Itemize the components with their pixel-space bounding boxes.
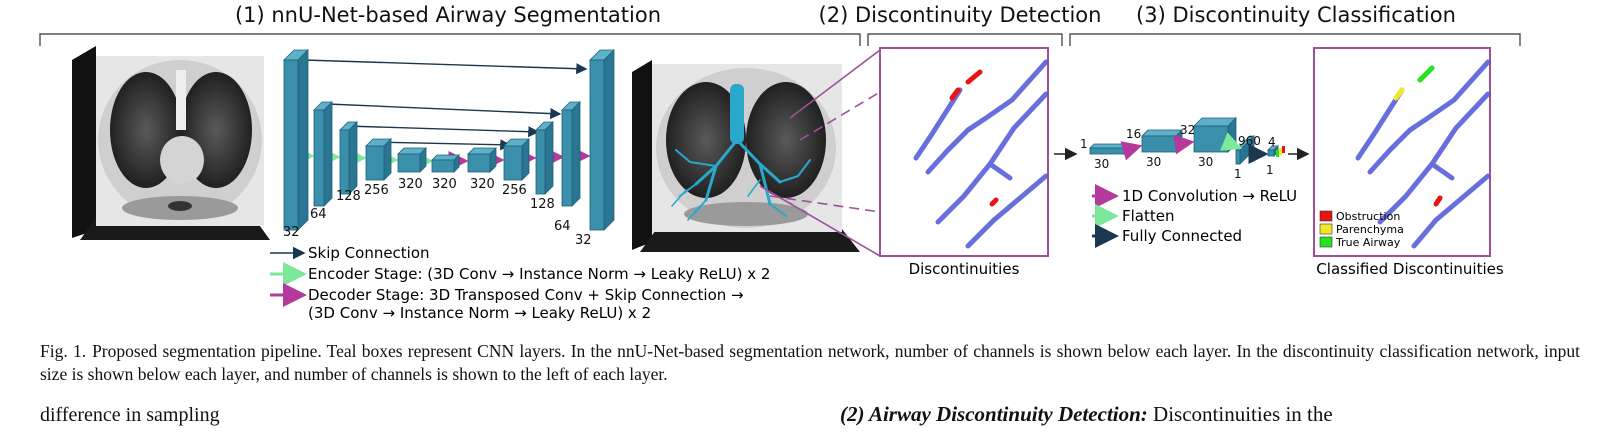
classified-discontinuities-label: Classified Discontinuities: [1316, 260, 1504, 278]
unet-layer-block: [397, 147, 427, 173]
cls-size-label: 1: [1234, 167, 1242, 181]
unet-layer-block: [365, 138, 392, 181]
legend-decoder-stage-line1: Decoder Stage: 3D Transposed Conv + Skip…: [308, 286, 744, 304]
class-parenchyma-label: Parenchyma: [1336, 223, 1404, 236]
discontinuity-mark: [949, 87, 961, 101]
unet-layer-block: [431, 154, 460, 173]
bracket-segmentation: [39, 33, 861, 46]
title-detection: (2) Discontinuity Detection: [819, 3, 1102, 27]
cls-size-label: 1: [1266, 163, 1274, 177]
unet-layer-block: [589, 49, 615, 231]
discontinuity-mark: [989, 197, 999, 207]
cls-layer-block: [1089, 143, 1129, 155]
cls-size-label: 30: [1198, 155, 1213, 169]
cls-size-label: 30: [1146, 155, 1161, 169]
cls-output-classes: [1276, 146, 1285, 157]
classified-parenchyma: [1393, 87, 1405, 101]
cls-layer-block: [1267, 145, 1279, 157]
discontinuities-panel: Discontinuities: [879, 47, 1049, 278]
unet-layer-block: [313, 101, 333, 207]
cls-layer-arrow: [1220, 132, 1243, 151]
cls-channel-label: 4: [1268, 135, 1276, 149]
legend-skip-connection: Skip Connection: [308, 244, 430, 262]
unet-channel-label: 320: [432, 177, 457, 192]
legend-flatten: Flatten: [1122, 207, 1175, 225]
discontinuity-mark: [965, 69, 983, 85]
legend-decoder-stage-line2: (3D Conv → Instance Norm → Leaky ReLU) x…: [308, 304, 651, 322]
cls-channel-label: 32: [1180, 123, 1195, 137]
title-segmentation: (1) nnU-Net-based Airway Segmentation: [235, 3, 661, 27]
class-obstruction-label: Obstruction: [1336, 210, 1400, 223]
unet-layer-block: [535, 121, 554, 195]
bracket-classification: [1069, 33, 1521, 46]
unet-channel-label: 320: [398, 177, 423, 192]
segmentation-legend: Skip Connection Encoder Stage: (3D Conv …: [270, 244, 770, 322]
classification-network: 30 1 30 16 30 32 1 960 1 4: [1080, 117, 1285, 181]
legend-fully-connected: Fully Connected: [1122, 227, 1242, 245]
figure-caption: Fig. 1.Proposed segmentation pipeline. T…: [40, 340, 1580, 386]
airway-tree-overlay: [671, 84, 811, 221]
cls-channel-label: 16: [1126, 127, 1141, 141]
classified-obstruction: [1433, 195, 1443, 207]
cls-channel-label: 1: [1080, 137, 1088, 151]
cls-size-label: 30: [1094, 157, 1109, 171]
caption-label: Fig. 1.: [40, 341, 87, 361]
cls-layer-block: [1141, 129, 1183, 153]
bracket-detection: [867, 33, 1063, 46]
unet-channel-label: 128: [530, 197, 555, 212]
body-text-right: (2) Airway Discontinuity Detection: Disc…: [840, 402, 1580, 427]
ct-scan-segmented: [632, 60, 860, 252]
skip-connections: [303, 59, 588, 151]
classified-true-airway: [1417, 65, 1435, 83]
unet-layer-block: [503, 138, 530, 181]
cls-layer-arrow: [1120, 141, 1143, 161]
title-classification: (3) Discontinuity Classification: [1136, 3, 1456, 27]
unet-channel-label: 128: [336, 189, 361, 204]
cls-layer-block: [1193, 117, 1237, 153]
unet-channel-label: 32: [575, 233, 592, 248]
zoom-lines: [759, 49, 881, 257]
unet-channel-label: 320: [470, 177, 495, 192]
section-text: Discontinuities in the: [1147, 402, 1333, 426]
body-text-left: difference in sampling: [40, 404, 220, 426]
cls-channel-label: 960: [1238, 134, 1261, 148]
ct-scan-input: [72, 46, 270, 240]
unet-channel-label: 256: [502, 183, 527, 198]
unet-channel-label: 64: [554, 219, 571, 234]
unet-layer-block: [467, 147, 497, 173]
legend-1d-conv: 1D Convolution → ReLU: [1122, 187, 1297, 205]
legend-encoder-stage: Encoder Stage: (3D Conv → Instance Norm …: [308, 265, 770, 283]
section-heading: (2) Airway Discontinuity Detection:: [840, 402, 1148, 426]
unet-layer-block: [283, 49, 309, 231]
unet-channel-label: 64: [310, 207, 327, 222]
unet-channel-label: 256: [364, 183, 389, 198]
caption-text: Proposed segmentation pipeline. Teal box…: [40, 341, 1580, 384]
cls-layer-arrow: [1173, 134, 1195, 155]
class-legend: Obstruction Parenchyma True Airway: [1319, 210, 1404, 249]
classification-legend: 1D Convolution → ReLU Flatten Fully Conn…: [1092, 184, 1297, 248]
discontinuities-label: Discontinuities: [909, 260, 1020, 278]
classified-panel: Obstruction Parenchyma True Airway Class…: [1313, 47, 1504, 278]
unet-layer-block: [561, 101, 581, 207]
class-true-airway-label: True Airway: [1335, 236, 1401, 249]
unet-channel-label: 32: [283, 225, 300, 240]
unet-layer-block: [339, 121, 358, 195]
pipeline-figure: (1) nnU-Net-based Airway Segmentation (2…: [39, 3, 1521, 322]
